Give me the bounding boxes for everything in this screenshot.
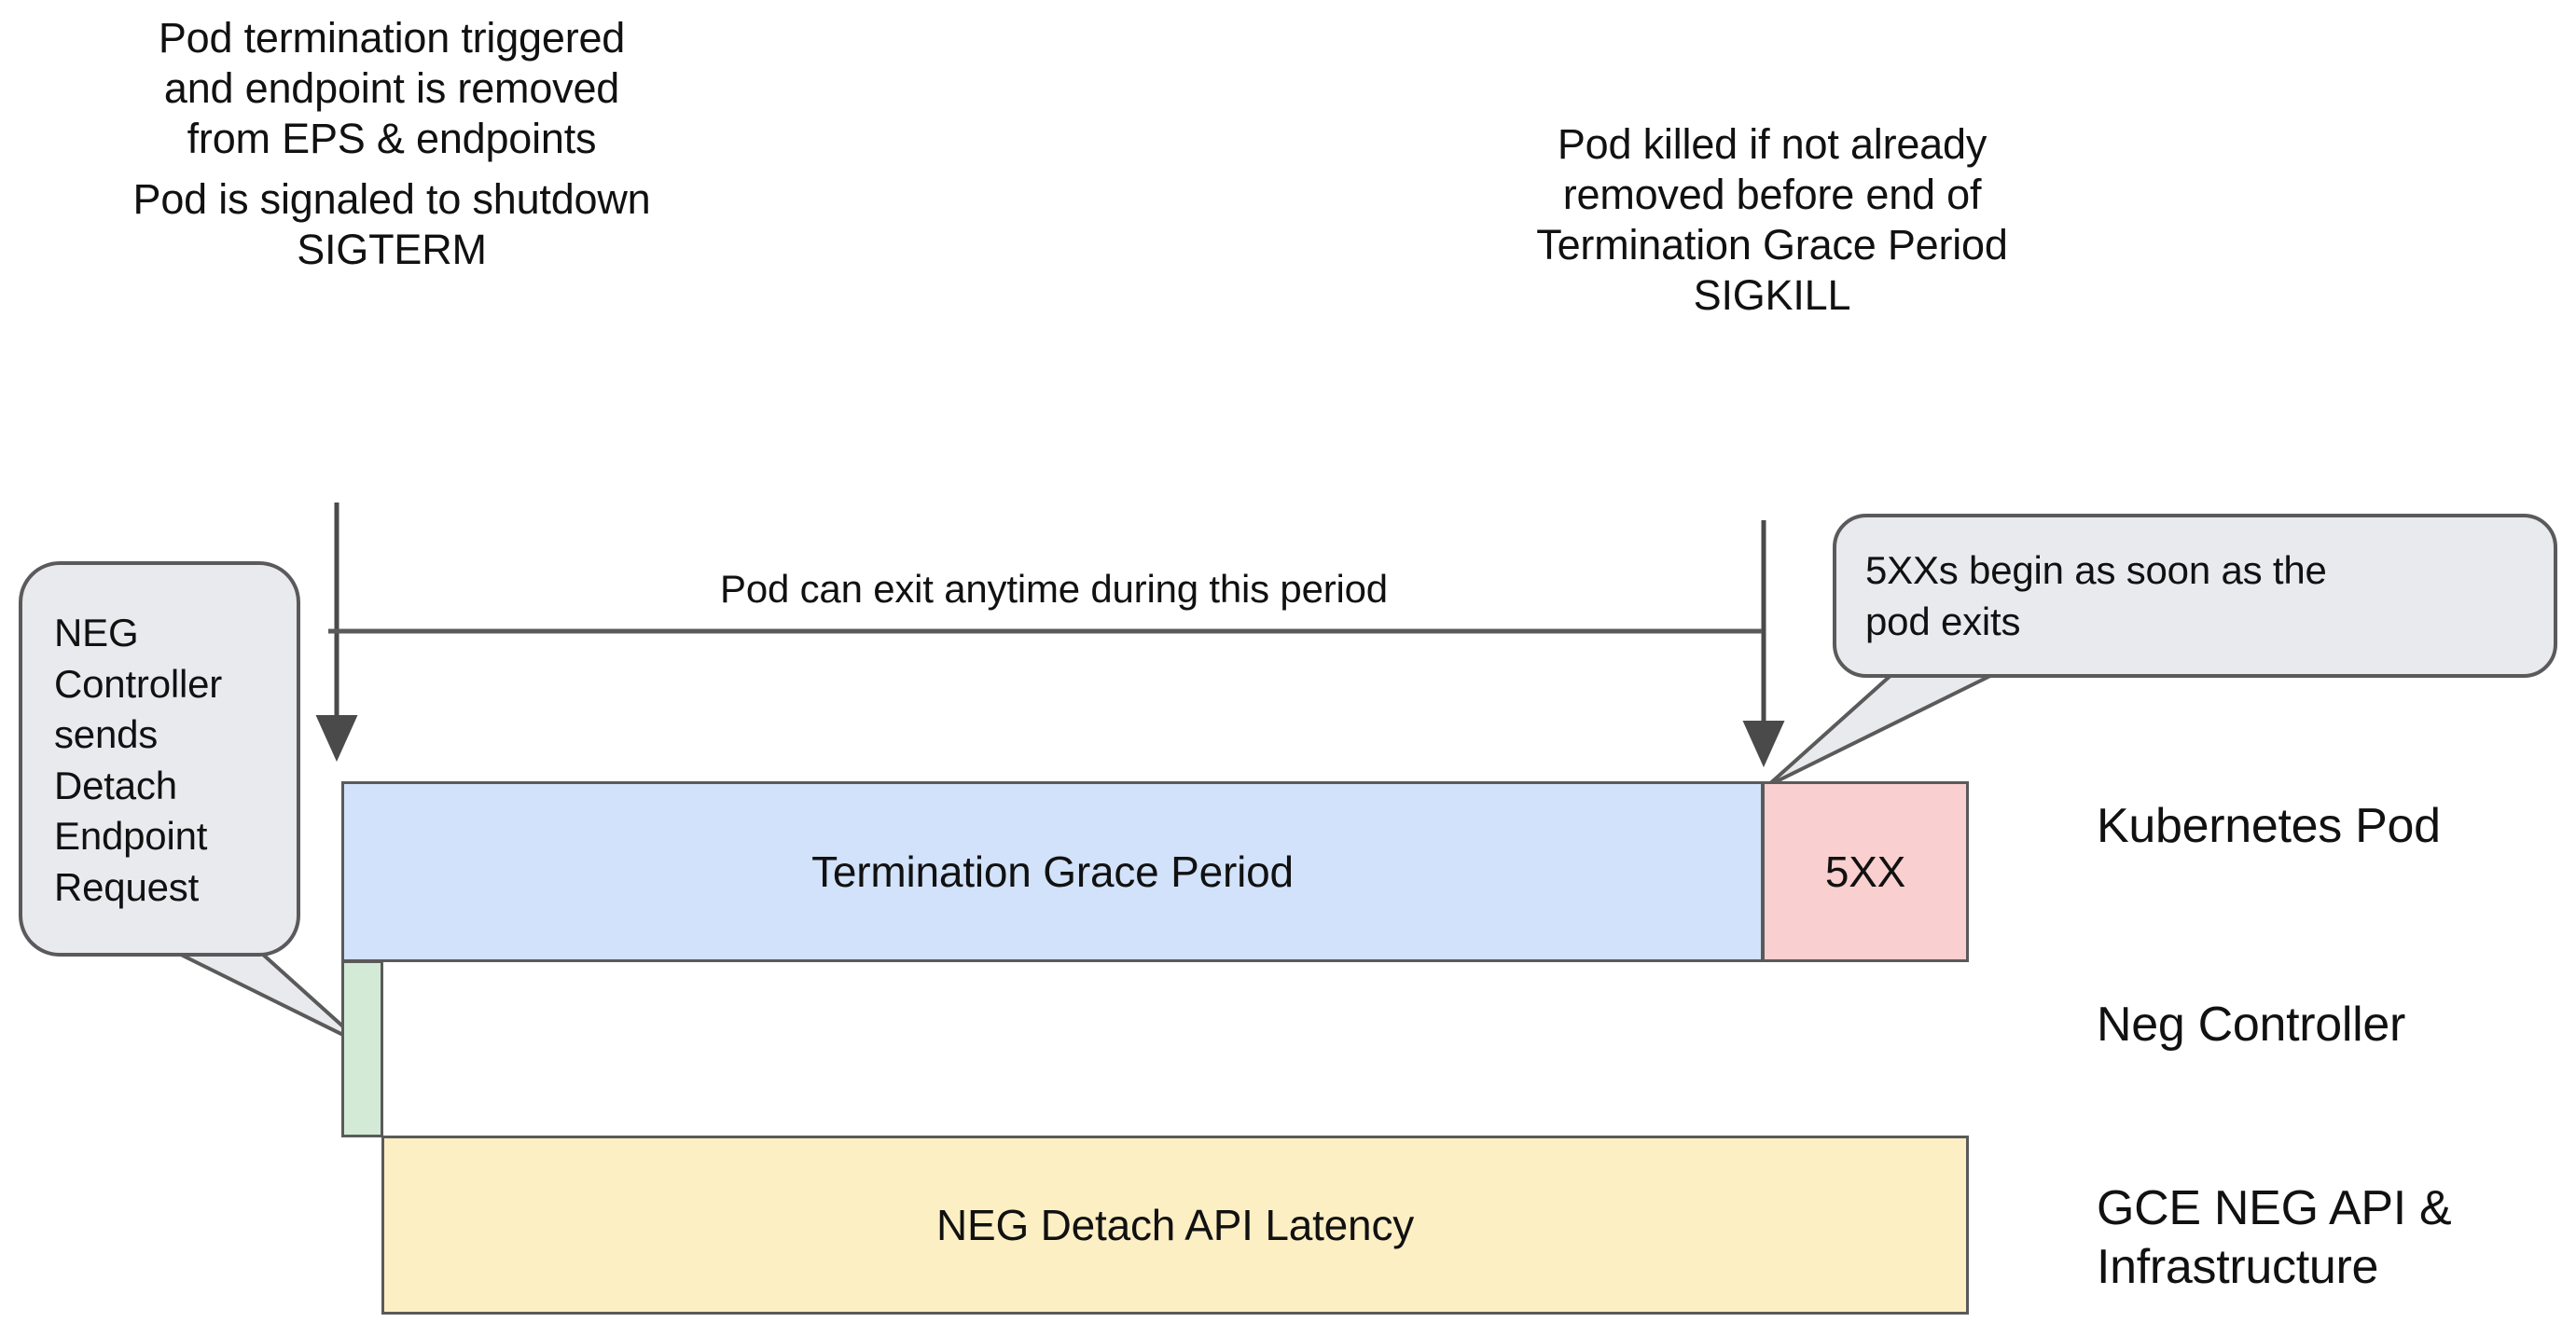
5xx-callout-body: [1833, 514, 2557, 678]
annotation-sigterm: Pod is signaled to shutdown SIGTERM: [132, 175, 651, 273]
pod-exit-span-label: Pod can exit anytime during this period: [720, 567, 1388, 611]
bar-neg-detach-api-latency-label: NEG Detach API Latency: [935, 1201, 1415, 1249]
neg-controller-callout-tail: [175, 951, 366, 1047]
bar-neg-detach-api-latency[interactable]: NEG Detach API Latency: [381, 1136, 1969, 1315]
5xx-callout-tail: [1766, 671, 1998, 788]
annotation-pod-termination-triggered: Pod termination triggered and endpoint i…: [158, 14, 626, 162]
bar-5xx-label: 5XX: [1824, 847, 1906, 896]
5xx-callout-label: 5XXs begin as soon as the pod exits: [1865, 548, 2327, 643]
bar-5xx[interactable]: 5XX: [1762, 781, 1969, 962]
neg-controller-callout-body: [19, 561, 300, 957]
bar-termination-grace-period-label: Termination Grace Period: [811, 847, 1294, 896]
neg-controller-callout-label: NEG Controller sends Detach Endpoint Req…: [54, 611, 223, 909]
bar-neg-controller[interactable]: [341, 960, 383, 1137]
5xx-callout-shape[interactable]: [1766, 514, 2557, 788]
bar-termination-grace-period[interactable]: Termination Grace Period: [341, 781, 1764, 962]
row-label-kubernetes-pod: Kubernetes Pod: [2097, 799, 2441, 853]
annotation-sigkill: Pod killed if not already removed before…: [1536, 120, 2008, 319]
row-label-neg-controller: Neg Controller: [2097, 998, 2406, 1052]
neg-controller-callout-shape[interactable]: [19, 561, 366, 1047]
row-label-gce-neg-api: GCE NEG API & Infrastructure: [2097, 1181, 2452, 1295]
